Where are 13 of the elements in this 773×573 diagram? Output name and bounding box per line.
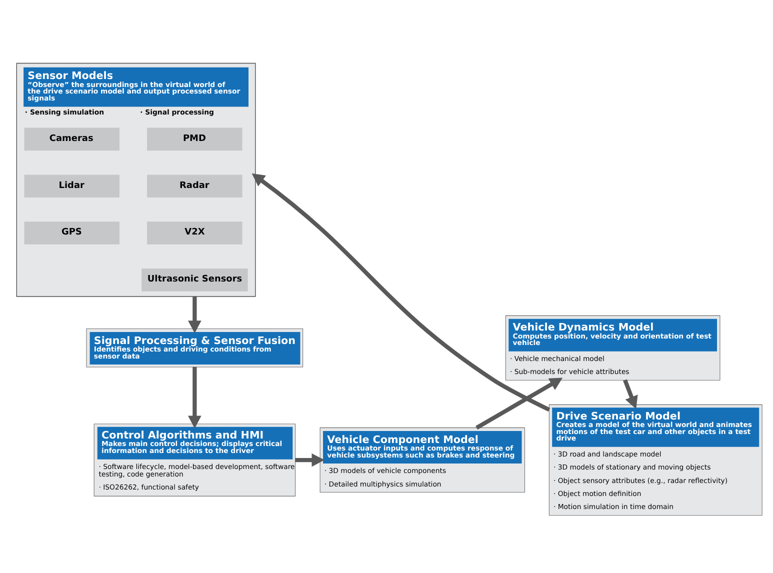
arrow: [252, 173, 550, 412]
node-box: Radar: [147, 174, 242, 198]
arrow: [188, 366, 202, 428]
node-box: Lidar: [24, 174, 120, 198]
node-box: Cameras: [24, 128, 120, 151]
arrow: [295, 453, 324, 467]
arrow: [476, 378, 563, 430]
arrow: [623, 379, 638, 409]
node-box: V2X: [147, 222, 242, 244]
node-box: Ultrasonic Sensors: [142, 268, 248, 292]
node-box: PMD: [147, 128, 242, 151]
arrow: [188, 296, 202, 334]
node-box: GPS: [24, 222, 120, 244]
